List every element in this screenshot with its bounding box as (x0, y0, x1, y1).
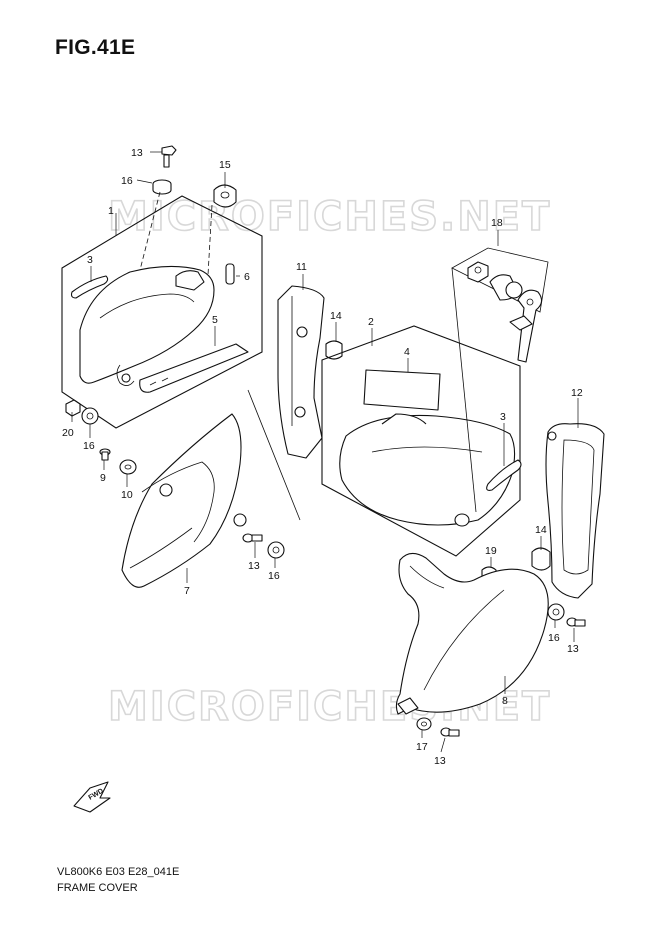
part-1-frame-cover-left (79, 265, 215, 386)
callout-18: 18 (491, 217, 503, 229)
assembly-line-11 (247, 389, 301, 521)
part-13-screw-top (161, 145, 177, 168)
callout-14: 14 (535, 524, 547, 536)
part-16-grommet-top (152, 179, 172, 195)
callout-9: 9 (100, 472, 106, 484)
part-20-nut (65, 399, 81, 417)
assembly-line-13 (139, 191, 161, 271)
callout-5: 5 (212, 314, 218, 326)
callout-10: 10 (121, 489, 133, 501)
callout-11: 11 (296, 261, 307, 273)
callout-4: 4 (404, 346, 410, 358)
part-2-frame-cover-right (339, 413, 516, 527)
callout-1: 1 (108, 205, 114, 217)
part-6-pin (225, 263, 235, 285)
part-14-cushion-right (531, 547, 551, 571)
callout-numbers: 13 16 15 1 3 6 5 20 16 9 10 7 13 16 11 1… (62, 147, 583, 767)
part-16-grommet-right (547, 603, 565, 621)
figure-title: FIG.41E (55, 36, 136, 59)
part-12-side-strip (545, 423, 605, 599)
callout-16: 16 (268, 570, 280, 582)
part-13-screw-mid-left (242, 533, 263, 543)
assembly-line-18 (451, 267, 477, 513)
part-3-emblem-left (70, 275, 109, 299)
callout-2: 2 (368, 316, 374, 328)
part-13-screw-right (566, 617, 586, 627)
callout-12: 12 (571, 387, 583, 399)
part-10-washer (119, 459, 137, 475)
watermark-top: MICROFICHES.NET (108, 194, 551, 240)
callout-13: 13 (434, 755, 446, 767)
part-14-cushion-center (325, 340, 343, 360)
callout-16: 16 (548, 632, 560, 644)
part-18-keys (509, 289, 543, 363)
callout-3: 3 (87, 254, 93, 266)
callout-8: 8 (502, 695, 508, 707)
part-16-grommet-left (81, 407, 99, 425)
leader-lines (71, 151, 579, 753)
callout-13: 13 (248, 560, 260, 572)
figure-name: FRAME COVER (57, 882, 138, 894)
callout-17: 17 (416, 741, 428, 753)
callout-20: 20 (62, 427, 74, 439)
callout-6: 6 (244, 271, 250, 283)
part-17-grommet (416, 717, 432, 731)
fwd-arrow-icon: FWD (73, 781, 111, 813)
callout-16: 16 (121, 175, 133, 187)
part-4-label (363, 369, 441, 411)
callout-15: 15 (219, 159, 231, 171)
part-8-side-cover (395, 552, 549, 715)
part-9-bolt (99, 448, 111, 461)
callout-3: 3 (500, 411, 506, 423)
callout-16: 16 (83, 440, 95, 452)
part-16-grommet-mid-left (267, 541, 285, 559)
callout-13: 13 (567, 643, 579, 655)
callout-13: 13 (131, 147, 143, 159)
part-5-strip (139, 343, 249, 393)
part-3-emblem-right (486, 459, 522, 491)
callout-19: 19 (485, 545, 497, 557)
callout-14: 14 (330, 310, 342, 322)
callout-7: 7 (184, 585, 190, 597)
part-2-group-box (321, 325, 521, 557)
part-15-cushion (213, 184, 237, 208)
part-1-group-box (61, 195, 263, 429)
part-13-screw-bottom (440, 727, 460, 737)
part-7-cover (121, 413, 247, 588)
figure-code: VL800K6 E03 E28_041E (57, 866, 180, 878)
part-18-lock-cylinder (489, 274, 523, 301)
part-11-bracket (277, 285, 325, 459)
assembly-line-15 (207, 204, 213, 276)
part-18-lock-nut (467, 261, 489, 283)
